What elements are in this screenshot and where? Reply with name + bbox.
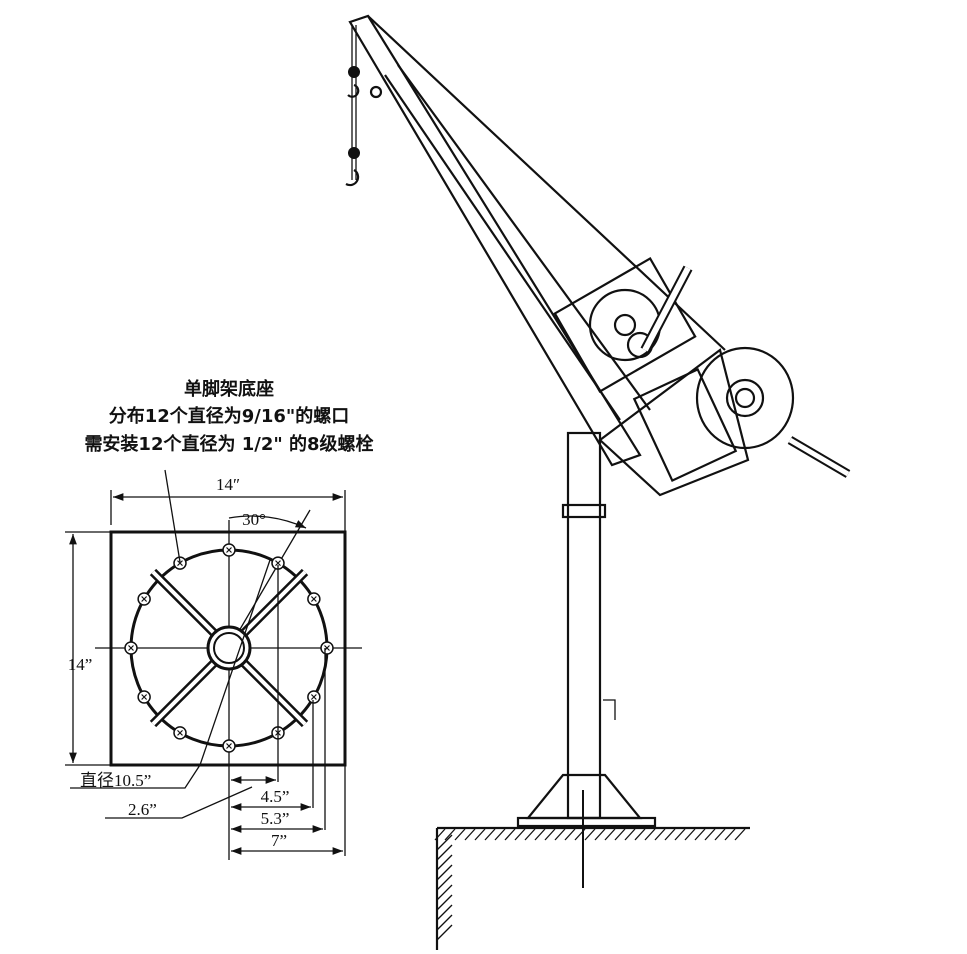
ground-hatch	[436, 834, 453, 851]
ground-hatch	[436, 844, 453, 861]
ground-hatch	[624, 828, 636, 841]
dim-2-6: 2.6”	[128, 800, 157, 819]
base-plate-drawing	[65, 469, 362, 860]
bolt-hole	[222, 543, 236, 557]
ground-hatch	[534, 828, 546, 841]
bolt-hole	[222, 739, 236, 753]
ground-hatch	[564, 828, 576, 841]
ground-hatch	[664, 828, 676, 841]
ground-hatch	[436, 894, 453, 911]
ground-hatch	[436, 884, 453, 901]
dim-width: 14″	[216, 475, 240, 494]
dim-4-5: 4.5”	[261, 787, 290, 806]
ground-hatch	[434, 828, 446, 841]
ground-hatch	[524, 828, 536, 841]
ground-hatch	[694, 828, 706, 841]
ground-hatch	[704, 828, 716, 841]
dim-angle: 30°	[242, 510, 266, 529]
ground-hatch	[454, 828, 466, 841]
ground-hatch	[436, 854, 453, 871]
ground-hatch	[436, 904, 453, 921]
ground-hatch	[674, 828, 686, 841]
bolt-hole	[307, 592, 321, 606]
ground-hatch	[436, 864, 453, 881]
ground-hatch	[484, 828, 496, 841]
title-line-2: 分布12个直径为9/16"的螺口	[109, 405, 350, 427]
ground-hatch	[584, 828, 596, 841]
ground-hatch	[464, 828, 476, 841]
ground-hatch	[436, 924, 453, 941]
ground-hatch	[494, 828, 506, 841]
ground-hatch	[594, 828, 606, 841]
ground-hatch	[654, 828, 666, 841]
ground-hatch	[554, 828, 566, 841]
bolt-hole	[124, 641, 138, 655]
ground-hatch	[684, 828, 696, 841]
dim-7: 7”	[271, 831, 287, 850]
bolt-hole	[173, 726, 187, 740]
bolt-hole	[137, 690, 151, 704]
bolt-hole	[173, 556, 187, 570]
ground-hatch	[436, 914, 453, 931]
ground-hatch	[444, 828, 456, 841]
dim-5-3: 5.3”	[261, 809, 290, 828]
ground-hatch	[724, 828, 736, 841]
ground-hatch	[436, 874, 453, 891]
ground-hatch	[634, 828, 646, 841]
ground-hatch	[644, 828, 656, 841]
bolt-holes	[124, 543, 334, 753]
ground-hatch	[474, 828, 486, 841]
ground-hatch	[734, 828, 746, 841]
ground-hatch	[604, 828, 616, 841]
ground-hatch	[514, 828, 526, 841]
ground-hatch	[544, 828, 556, 841]
dim-bolt-circle: 直径10.5”	[80, 771, 151, 790]
title-line-1: 单脚架底座	[184, 378, 274, 400]
bolt-hole	[137, 592, 151, 606]
bolt-hole	[320, 641, 334, 655]
ground-hatch	[504, 828, 516, 841]
ground-hatch	[714, 828, 726, 841]
ground-hatch	[614, 828, 626, 841]
crane-side-view	[345, 14, 851, 950]
title-line-3: 需安装12个直径为 1/2" 的8级螺栓	[84, 433, 373, 455]
dim-height: 14”	[68, 655, 93, 674]
bolt-hole	[307, 690, 321, 704]
